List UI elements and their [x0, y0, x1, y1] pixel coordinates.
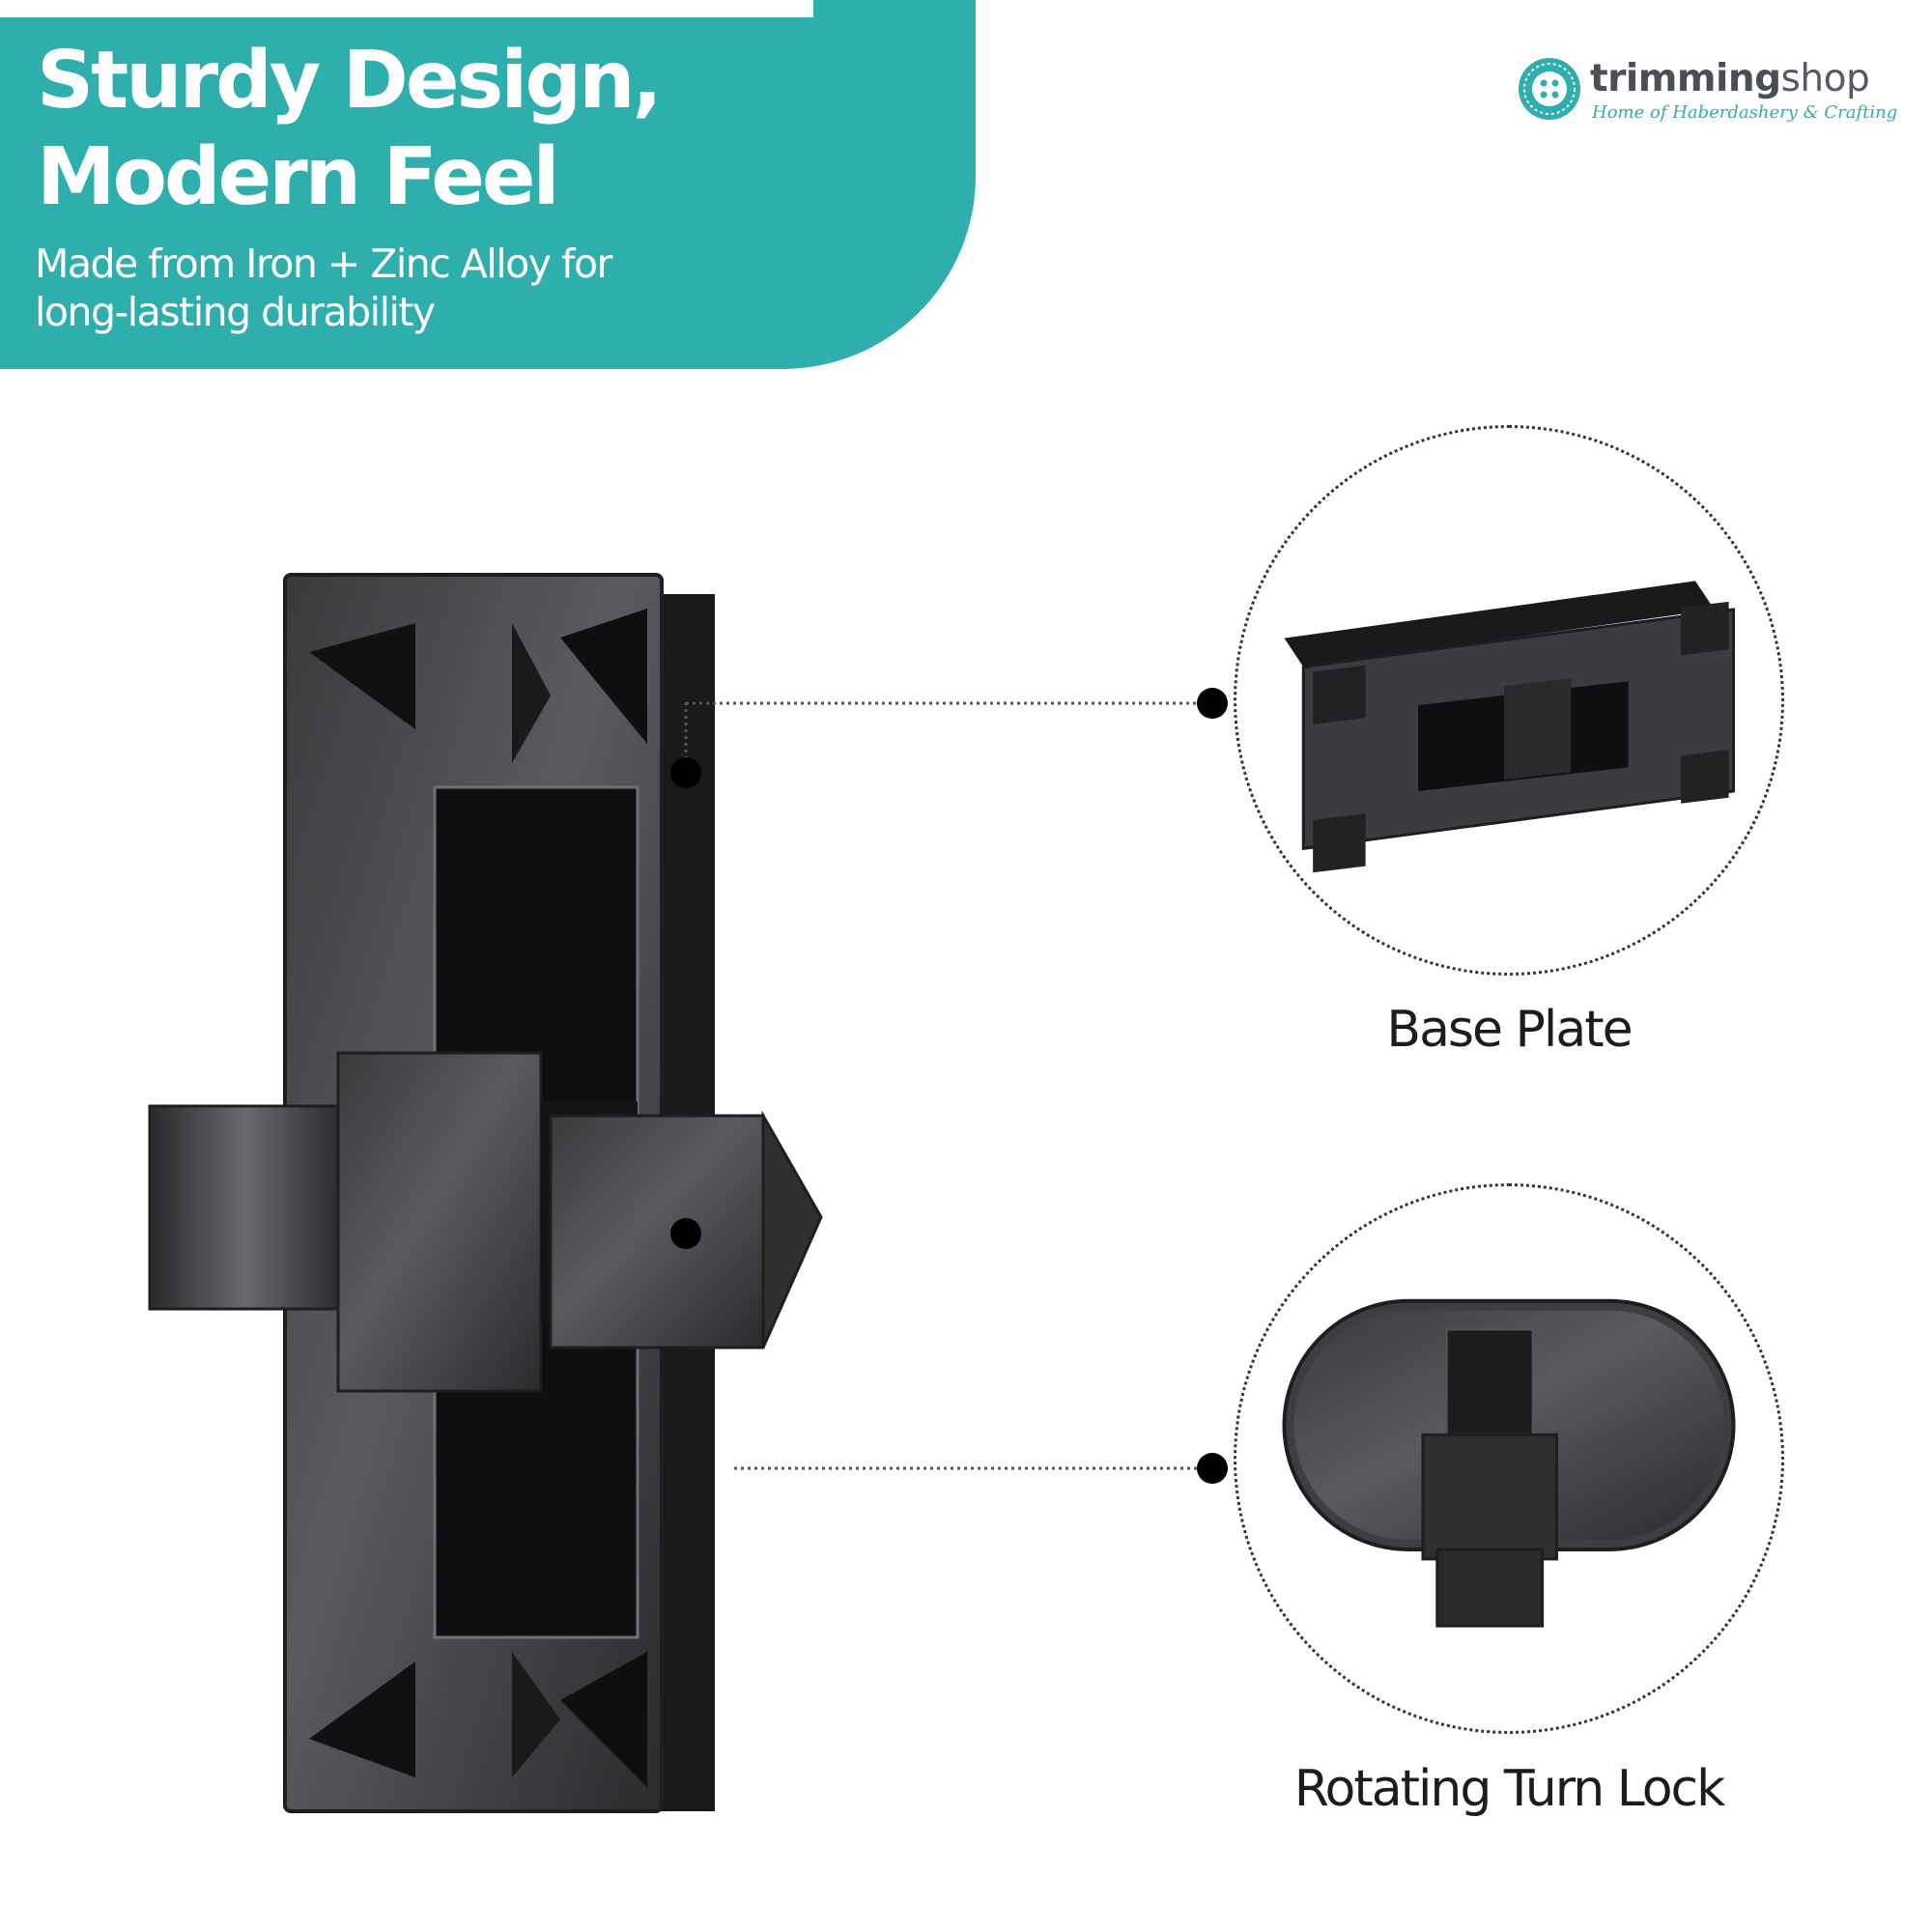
product-photo-turn-lock [148, 573, 823, 1813]
dot-marker-icon [1197, 1453, 1228, 1484]
banner-top-strip [0, 0, 813, 17]
headline-line-2: Modern Feel [37, 131, 560, 223]
logo-word-light: shop [1780, 57, 1870, 100]
detail-circle-turn-lock [1234, 1183, 1784, 1734]
brand-logo: trimmingshop Home of Haberdashery & Craf… [1517, 56, 1903, 129]
logo-word-bold: trimming [1590, 57, 1781, 100]
logo-tagline: Home of Haberdashery & Crafting [1592, 102, 1898, 123]
logo-wordmark: trimmingshop [1590, 57, 1870, 100]
caption-base-plate: Base Plate [1386, 1001, 1633, 1059]
subheadline: Made from Iron + Zinc Alloy for long-las… [35, 240, 612, 336]
base-plate-illustration [1284, 581, 1736, 873]
dot-marker-icon [1197, 688, 1228, 719]
subheadline-line-1: Made from Iron + Zinc Alloy for [35, 241, 612, 287]
turn-lock-illustration [1282, 1298, 1736, 1628]
detail-circle-base-plate [1234, 425, 1784, 976]
subheadline-line-2: long-lasting durability [35, 289, 436, 335]
headline: Sturdy Design, Modern Feel [37, 33, 663, 226]
header-banner: Sturdy Design, Modern Feel Made from Iro… [0, 0, 976, 369]
headline-line-1: Sturdy Design, [37, 35, 663, 127]
caption-rotating-turn-lock: Rotating Turn Lock [1293, 1760, 1726, 1818]
button-icon [1519, 58, 1580, 120]
